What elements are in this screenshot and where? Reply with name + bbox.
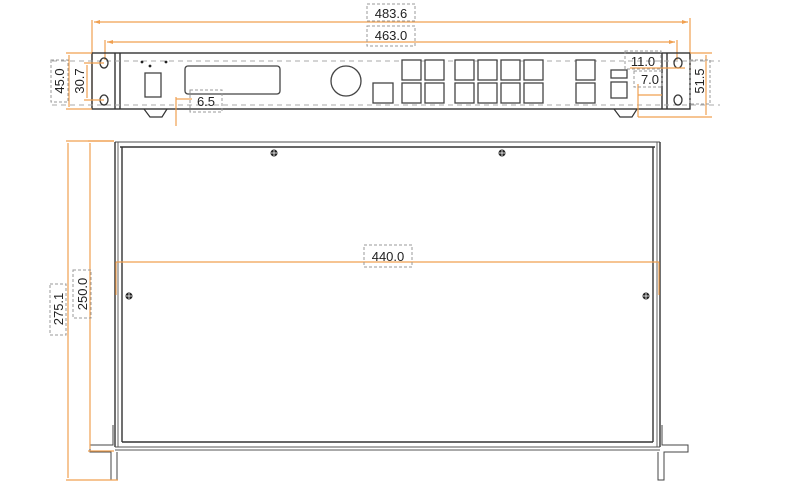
button-grid-right	[454, 59, 544, 104]
foot-left	[143, 108, 168, 118]
port-top	[610, 69, 628, 79]
button-grid-left	[401, 59, 445, 104]
dim-label-250-0: 250.0	[75, 278, 90, 311]
dimension-hole-spacing: 30.7	[72, 62, 104, 101]
screw-icon	[642, 292, 650, 300]
power-switch	[144, 72, 162, 98]
dimension-chassis-depth: 250.0	[72, 140, 114, 452]
front-view: 483.6 463.0	[50, 3, 720, 126]
dimension-height-with-feet: 51.5	[638, 52, 712, 118]
top-view: 440.0 275.1 250.0	[49, 140, 689, 481]
rack-ear-right	[657, 425, 689, 481]
dim-label-463-0: 463.0	[375, 28, 408, 43]
dimension-ear-hole-offset: 7.0	[633, 70, 663, 117]
led-indicator-3	[164, 60, 168, 64]
dim-label-11-0: 11.0	[631, 54, 655, 69]
button-column-extra	[575, 59, 596, 104]
screw-icon	[498, 149, 506, 157]
screw-icon	[125, 292, 133, 300]
dim-label-51-5: 51.5	[692, 68, 707, 93]
dimension-foot-offset: 6.5	[175, 89, 223, 126]
dim-label-440-0: 440.0	[372, 249, 405, 264]
dim-label-275-1: 275.1	[51, 293, 66, 326]
dimension-internal-width: 440.0	[115, 244, 660, 295]
dim-label-483-6: 483.6	[375, 6, 408, 21]
screw-icon	[270, 149, 278, 157]
dimension-mount-spacing: 463.0	[104, 25, 678, 60]
dimension-overall-height: 45.0	[50, 52, 92, 110]
small-button	[372, 82, 394, 104]
led-indicator-2	[148, 64, 152, 68]
dim-label-30-7: 30.7	[72, 68, 87, 93]
mount-hole-bottom-right	[673, 94, 683, 106]
lcd-display	[184, 65, 281, 95]
dimension-overall-width: 483.6	[91, 3, 691, 108]
dim-label-7-0: 7.0	[641, 72, 659, 87]
dim-label-6-5: 6.5	[197, 94, 215, 109]
port-bottom	[610, 81, 628, 99]
mount-hole-top-right	[673, 57, 683, 69]
rotary-knob	[330, 65, 362, 97]
front-panel	[52, 52, 720, 118]
led-indicator-1	[140, 60, 144, 64]
rack-ear-left	[89, 425, 118, 481]
dimension-ear-width: 11.0	[624, 50, 685, 70]
dim-label-45-0: 45.0	[52, 68, 67, 93]
foot-right	[613, 108, 638, 118]
